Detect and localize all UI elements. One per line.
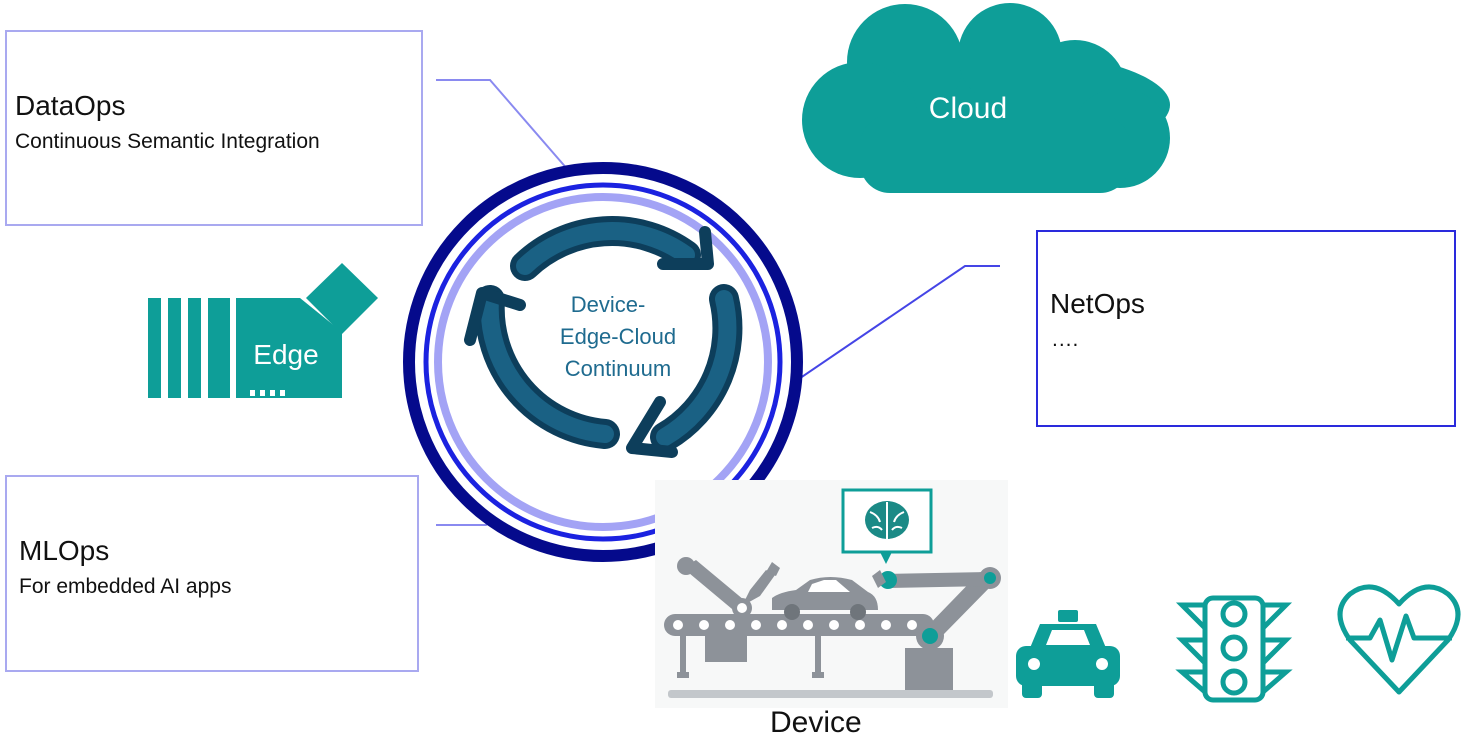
brain-icon bbox=[865, 501, 909, 539]
dataops-subtitle: Continuous Semantic Integration bbox=[15, 130, 320, 153]
dataops-connector-line bbox=[436, 79, 576, 179]
traffic-light-icon bbox=[1175, 595, 1293, 703]
device-label: Device bbox=[770, 706, 862, 739]
dataops-title: DataOps bbox=[15, 90, 126, 121]
edge-label: Edge bbox=[253, 339, 318, 370]
dataops-box: DataOps Continuous Semantic Integration bbox=[5, 30, 423, 226]
cycle-arrows-icon bbox=[464, 216, 743, 458]
heart-pulse-icon bbox=[1337, 584, 1461, 695]
netops-subtitle: .... bbox=[1052, 328, 1080, 351]
edge-chip-icon bbox=[148, 263, 378, 398]
cloud-label: Cloud bbox=[929, 92, 1007, 125]
continuum-label-line2: Edge-Cloud bbox=[560, 324, 676, 349]
factory-robot-icon bbox=[655, 480, 1008, 708]
taxi-icon bbox=[1016, 610, 1120, 698]
mlops-subtitle: For embedded AI apps bbox=[19, 575, 232, 598]
continuum-label-line3: Continuum bbox=[565, 356, 671, 381]
mlops-box: MLOps For embedded AI apps bbox=[5, 475, 419, 672]
continuum-label-line1: Device- bbox=[571, 292, 646, 317]
netops-connector-line bbox=[789, 265, 1000, 386]
cloud-icon bbox=[802, 3, 1170, 193]
netops-box: NetOps .... bbox=[1036, 230, 1456, 427]
mlops-title: MLOps bbox=[19, 535, 110, 566]
netops-title: NetOps bbox=[1050, 288, 1145, 319]
